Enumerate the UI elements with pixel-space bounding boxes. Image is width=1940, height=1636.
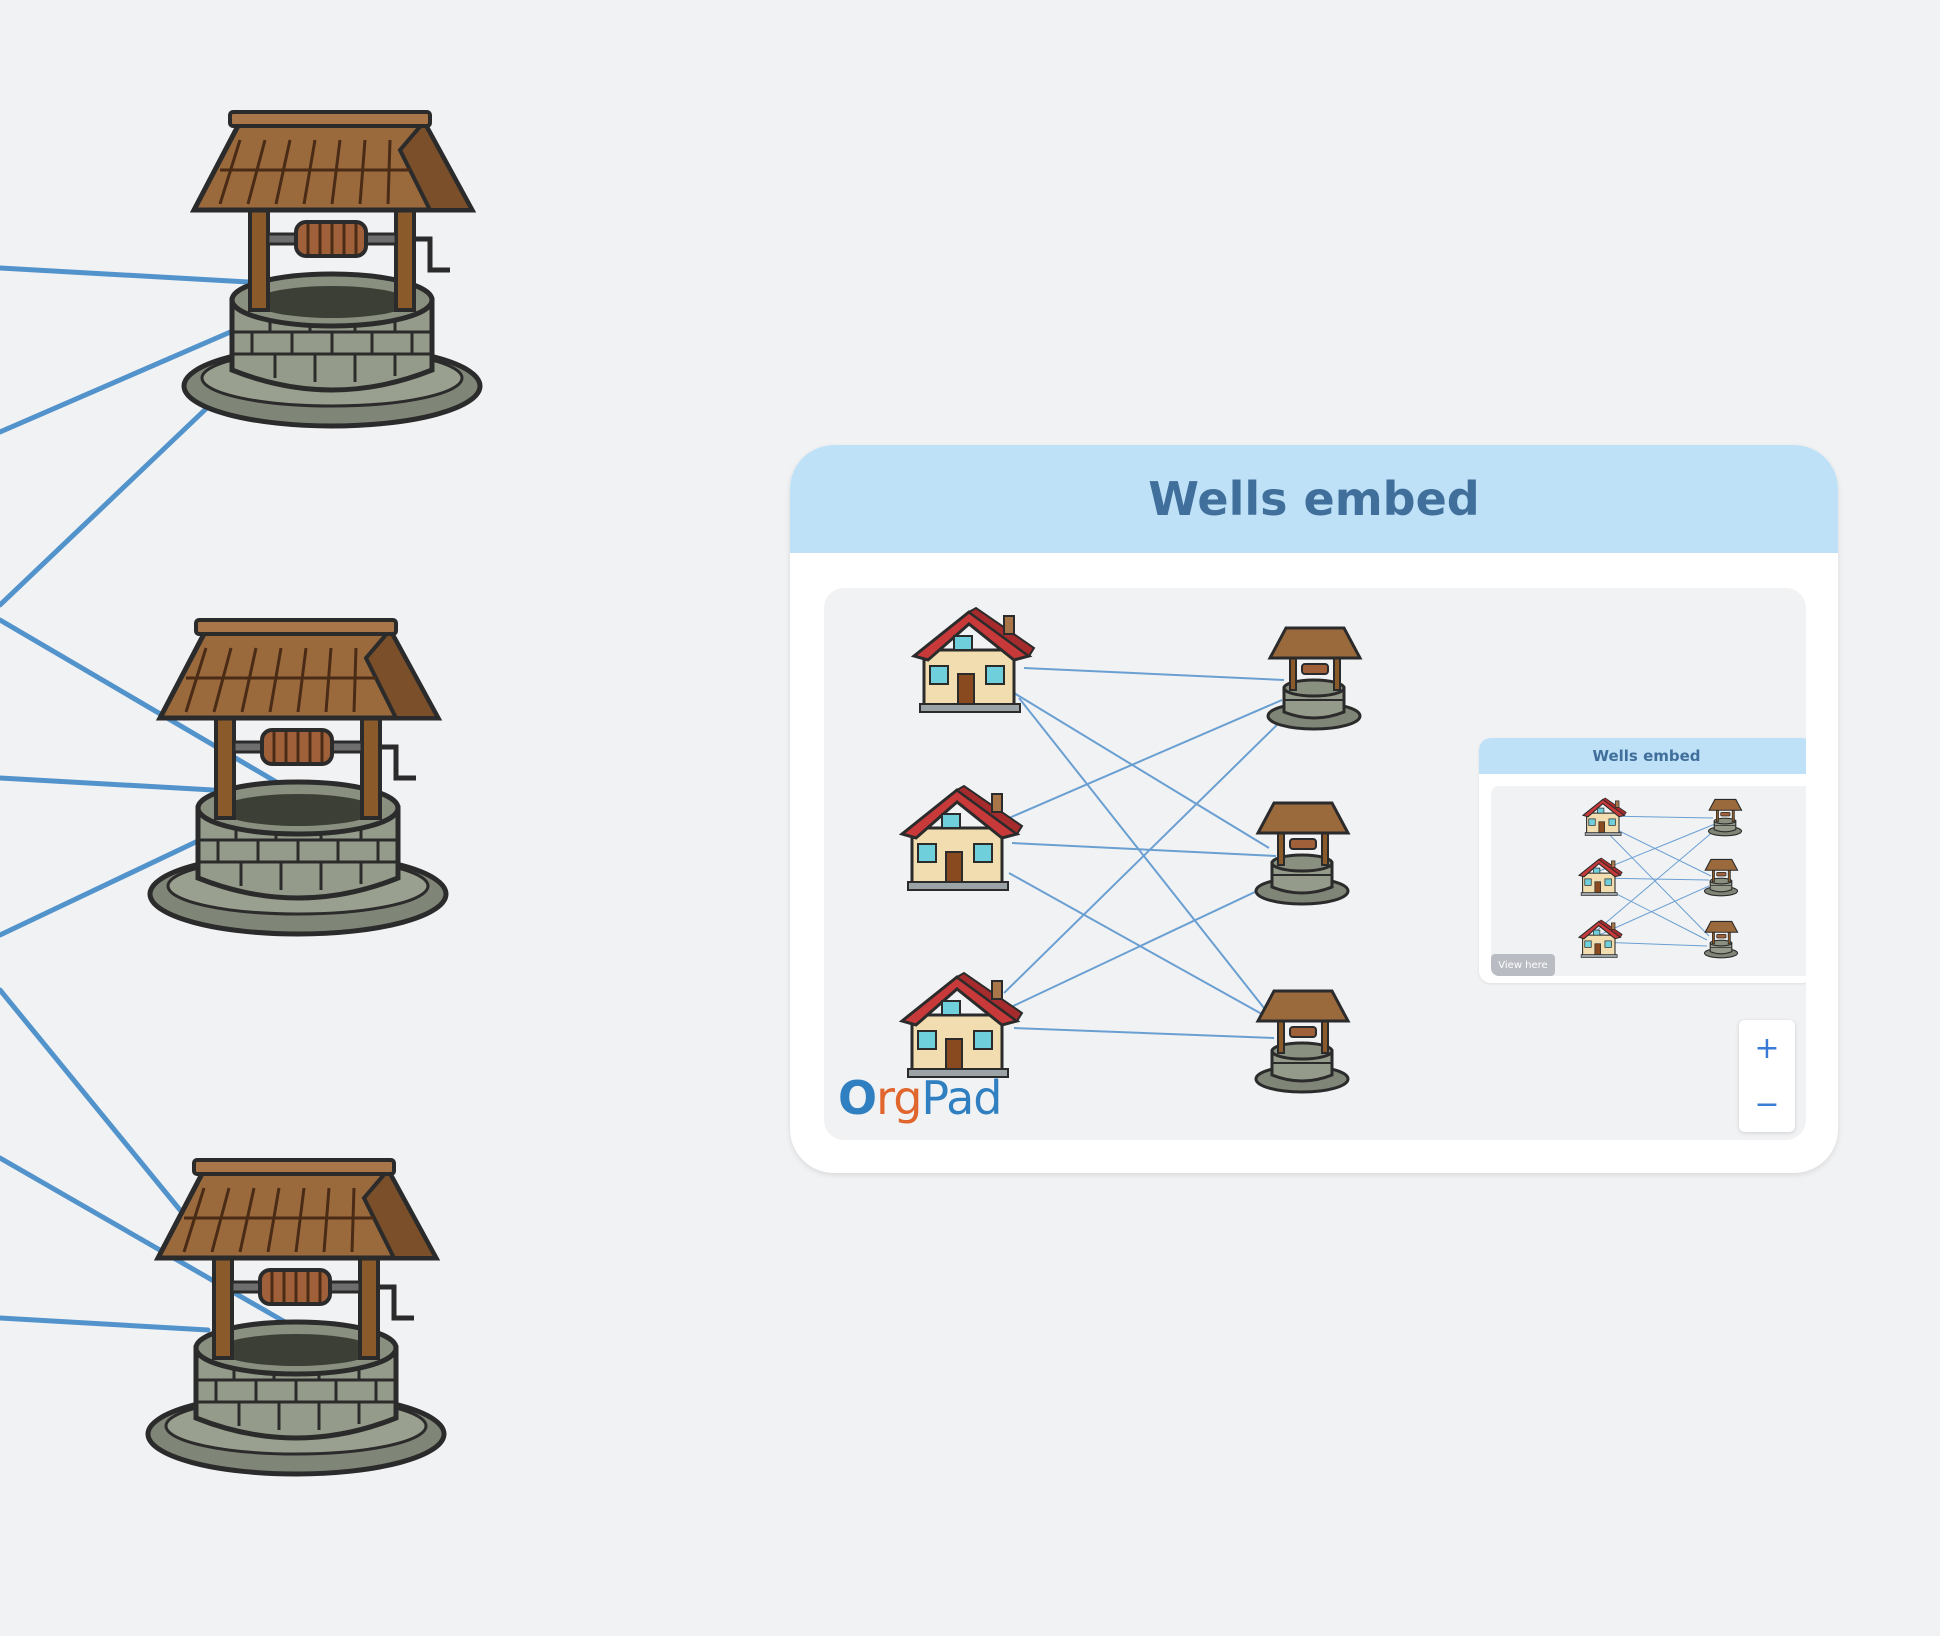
well-icon xyxy=(1703,858,1739,897)
embed-unit[interactable]: Wells embed xyxy=(790,445,1838,1173)
zoom-in-button[interactable]: + xyxy=(1754,1030,1780,1066)
edge-line xyxy=(1003,717,1285,994)
edge-line xyxy=(1596,823,1716,873)
nested-embed-graph xyxy=(1578,797,1743,959)
well-icon xyxy=(1707,798,1743,837)
edge-line xyxy=(1013,692,1270,849)
edge-line xyxy=(1598,877,1710,881)
logo-rg: rg xyxy=(876,1071,922,1125)
edge-line xyxy=(1023,667,1285,681)
nested-embed-header: Wells embed xyxy=(1479,738,1806,774)
house-icon xyxy=(1578,919,1623,958)
house-icon xyxy=(900,971,1024,1079)
edge-line xyxy=(1008,882,1275,1009)
well-icon xyxy=(1266,626,1362,731)
house-icon xyxy=(1582,797,1627,836)
edge-line xyxy=(0,617,293,793)
logo-o: O xyxy=(838,1071,877,1125)
well-icon xyxy=(1254,989,1350,1094)
well-icon xyxy=(1703,920,1739,959)
edge-line xyxy=(1008,699,1283,819)
nested-embed-card[interactable]: Wells embed xyxy=(1479,738,1806,983)
edge-line xyxy=(1011,842,1277,857)
view-here-button[interactable]: View here xyxy=(1491,954,1555,976)
embed-title: Wells embed xyxy=(1148,472,1480,526)
nested-embed-title: Wells embed xyxy=(1592,747,1701,765)
zoom-out-button[interactable]: − xyxy=(1754,1086,1780,1122)
well-icon xyxy=(1254,801,1350,906)
edge-line xyxy=(1594,829,1716,933)
edge-line xyxy=(0,402,213,608)
edge-line xyxy=(0,327,238,435)
embed-graph xyxy=(900,606,1362,1094)
edge-line xyxy=(0,775,216,793)
edge-line xyxy=(0,1315,211,1333)
edge-line xyxy=(0,837,203,938)
edge-line xyxy=(0,1155,288,1325)
well-icon[interactable] xyxy=(146,618,456,938)
nested-embed-preview[interactable]: View here xyxy=(1491,786,1806,976)
logo-pad: Pad xyxy=(921,1071,1002,1125)
edge-line xyxy=(0,265,251,285)
edge-line xyxy=(0,987,183,1213)
house-icon xyxy=(1578,857,1623,896)
well-icon[interactable] xyxy=(180,110,490,430)
edge-line xyxy=(1596,885,1710,937)
edge-line xyxy=(1018,697,1265,1009)
edge-line xyxy=(1013,1027,1275,1039)
embed-header: Wells embed xyxy=(790,445,1838,553)
edge-line xyxy=(1008,872,1270,1019)
zoom-controls: + − xyxy=(1739,1020,1795,1132)
house-icon xyxy=(912,606,1036,714)
well-icon[interactable] xyxy=(144,1158,454,1478)
house-icon xyxy=(900,784,1024,892)
